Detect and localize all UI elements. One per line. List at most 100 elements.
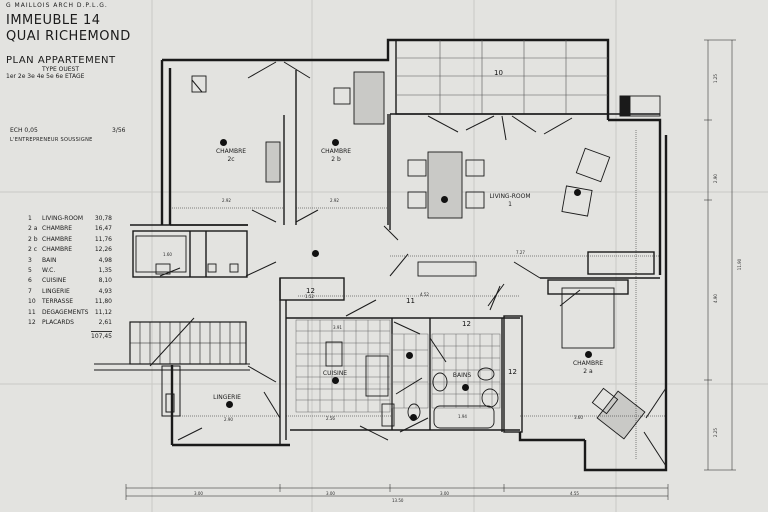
legend-row: 6 CUISINE 8,10: [28, 277, 112, 287]
legend-room-area: 2,61: [98, 318, 112, 326]
legend-room-area: 4,93: [98, 287, 112, 295]
dim-bottom-3: 3.00: [440, 491, 449, 496]
dim-living-width: 7.27: [516, 250, 525, 255]
scale-note: ECH 0,05: [10, 127, 38, 134]
dim-bottom-1: 3.00: [194, 491, 203, 496]
legend-room-name: TERRASSE: [42, 298, 74, 306]
legend-room-area: 11,76: [94, 235, 112, 243]
room-marker-dining: [441, 196, 448, 203]
dim-bottom-4: 4.55: [570, 491, 579, 496]
legend-room-area: 11,12: [94, 308, 112, 316]
dim-right-1: 1.25: [712, 74, 718, 83]
legend-row: 1 LIVING-ROOM 30,78: [28, 215, 112, 225]
plan-title: PLAN APPARTEMENT: [6, 55, 116, 66]
dim-chambre-2a-width: 3.60: [574, 415, 583, 420]
room-label-living: LIVING-ROOM: [489, 193, 531, 200]
legend-room-area: 30,78: [94, 215, 112, 222]
room-label-lingerie: LINGERIE: [213, 394, 241, 401]
dimension-lines: [125, 39, 736, 500]
legend-room-number: 11: [28, 308, 36, 316]
legend-room-name: CHAMBRE: [42, 225, 73, 233]
dim-bottom-2: 3.00: [326, 491, 335, 496]
legend-room-name: CHAMBRE: [42, 246, 73, 254]
room-number-2b: 2 b: [331, 156, 341, 163]
legend-room-name: DEGAGEMENTS: [42, 308, 89, 316]
room-number-2a: 2 a: [583, 368, 593, 375]
room-marker-degagement: [312, 250, 319, 257]
legend-room-name: W.C.: [42, 266, 56, 274]
dim-bottom-total: 13.50: [392, 498, 404, 503]
legend-room-name: PLACARDS: [42, 318, 74, 326]
dim-lingerie-width: 2.90: [224, 417, 233, 422]
room-marker-2b: [332, 139, 339, 146]
room-label-chambre-2c: CHAMBRE: [215, 148, 247, 155]
legend-room-number: 7: [28, 287, 32, 295]
legend-room-area: 16,47: [94, 225, 112, 233]
room-label-bains: BAINS: [452, 372, 472, 379]
legend-room-number: 12: [28, 318, 36, 326]
dim-cuisine-depth: 3.91: [333, 325, 342, 330]
dim-placard: 1.52: [305, 294, 314, 299]
legend-row: 12 PLACARDS 2,61: [28, 319, 112, 329]
legend-room-name: CUISINE: [42, 277, 67, 285]
legend-room-number: 5: [28, 266, 32, 274]
interior-walls: [130, 70, 660, 445]
dim-degagement: 4.52: [420, 292, 429, 297]
room-marker-living: [574, 189, 581, 196]
legend-room-name: LINGERIE: [42, 287, 70, 295]
room-number-2c: 2c: [227, 156, 235, 163]
room-label-cuisine: CUISINE: [322, 370, 348, 377]
room-marker-bains: [462, 384, 469, 391]
dim-right-2: 2.90: [712, 174, 718, 183]
legend-room-number: 6: [28, 277, 32, 285]
legend-room-name: BAIN: [42, 256, 57, 264]
architect-credit: G MAILLOIS ARCH D.P.L.G.: [6, 2, 108, 9]
room-number-degagement: 11: [406, 297, 415, 305]
legend-total-area: 107,45: [91, 331, 112, 341]
dim-chambre-2b-width: 2.92: [330, 198, 339, 203]
legend-row: 10 TERRASSE 11,80: [28, 298, 112, 308]
sheet-date: 3/56: [112, 127, 126, 134]
room-number-living: 1: [508, 201, 512, 208]
legend-room-area: 11,80: [94, 298, 112, 306]
terrace: [395, 39, 609, 115]
legend-room-area: 1,35: [98, 266, 112, 274]
room-number-terrasse: 10: [494, 69, 503, 77]
legend-room-name: CHAMBRE: [42, 235, 73, 243]
room-number-placard-c: 12: [306, 287, 315, 295]
legend-row: 7 LINGERIE 4,93: [28, 288, 112, 298]
legend-room-number: 1: [28, 215, 32, 222]
door-swings: [159, 61, 667, 467]
plan-type: TYPE OUEST: [42, 66, 80, 73]
building-title-line1: IMMEUBLE 14: [6, 13, 101, 28]
dim-cuisine-width: 2.56: [326, 416, 335, 421]
dim-right-total: 11.90: [737, 258, 743, 271]
legend-room-number: 10: [28, 298, 36, 306]
building-title-line2: QUAI RICHEMOND: [6, 29, 131, 44]
room-number-placard-b: 12: [508, 368, 517, 376]
room-marker-2c: [220, 139, 227, 146]
legend-row: 5 W.C. 1,35: [28, 267, 112, 277]
room-marker-wc: [406, 352, 413, 359]
room-label-chambre-2a: CHAMBRE: [572, 360, 604, 367]
legend-room-name: LIVING-ROOM: [42, 215, 84, 222]
dim-bath-width: 1.94: [458, 414, 467, 419]
contractor-note: L'ENTREPRENEUR SOUSSIGNE: [10, 137, 93, 143]
legend-row: 11 DEGAGEMENTS 11,12: [28, 309, 112, 319]
legend-room-number: 2 c: [28, 246, 38, 254]
kitchen-bath-tiles: [295, 319, 501, 413]
room-marker-2a: [585, 351, 592, 358]
legend-row: 2 c CHAMBRE 12,26: [28, 246, 112, 256]
legend-room-area: 4,98: [98, 256, 112, 264]
furniture: [135, 71, 661, 440]
legend-room-area: 12,26: [94, 246, 112, 254]
room-number-placard-a: 12: [462, 320, 471, 328]
legend-room-area: 8,10: [98, 277, 112, 285]
plan-floors: 1er 2e 3e 4e 5e 6e ETAGE: [6, 73, 85, 80]
room-marker-cuisine: [332, 377, 339, 384]
